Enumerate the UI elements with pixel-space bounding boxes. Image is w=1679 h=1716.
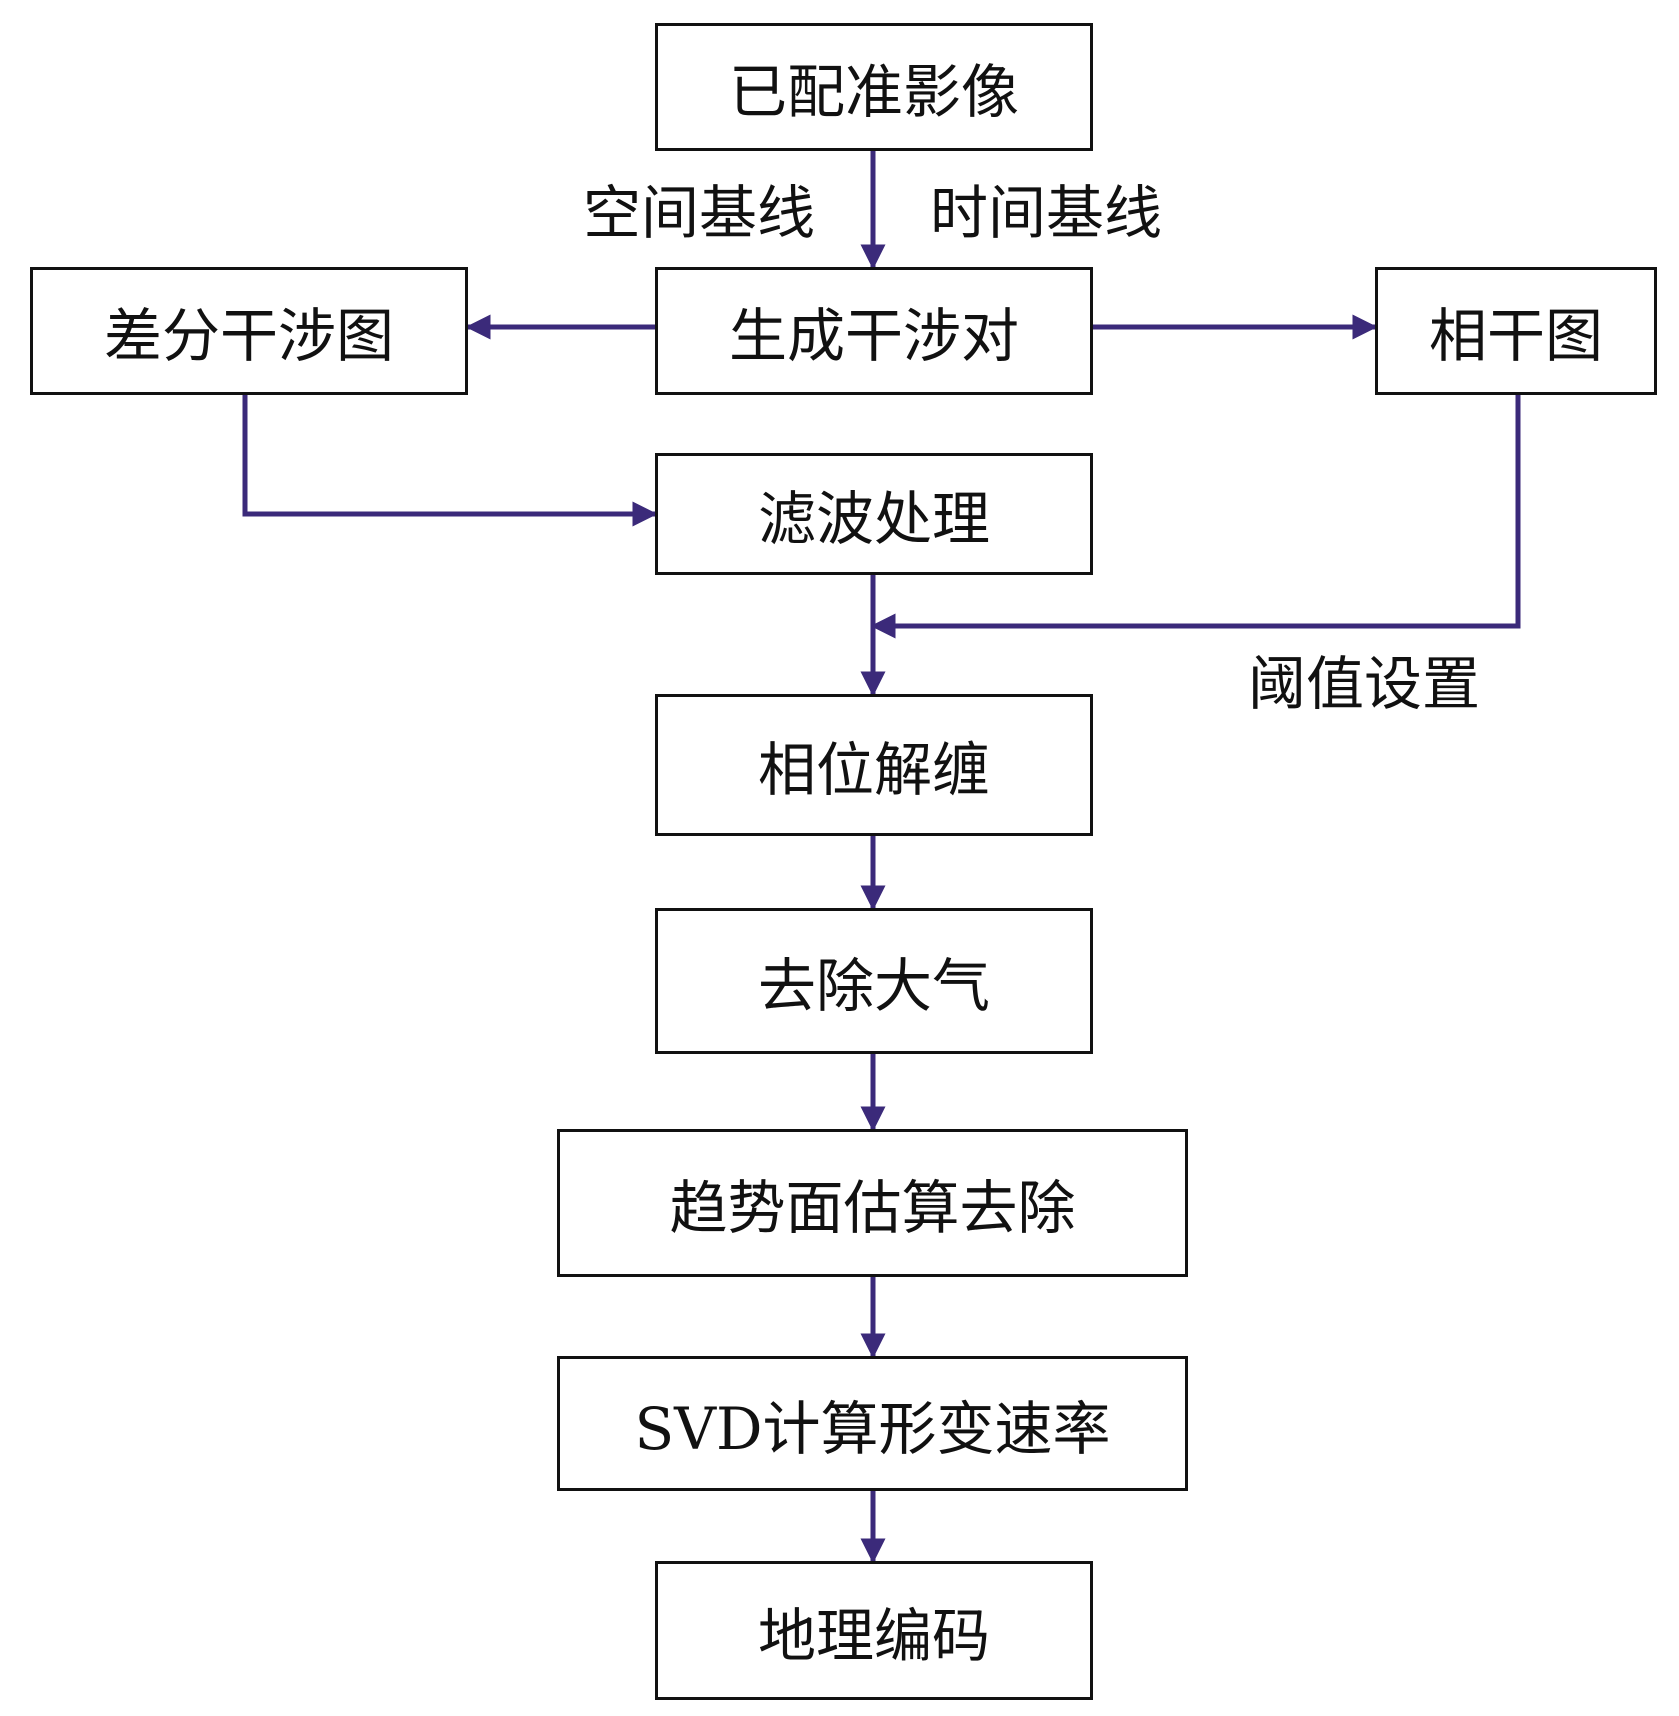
node-svd-rate: SVD计算形变速率 xyxy=(557,1356,1188,1491)
node-filtering: 滤波处理 xyxy=(655,453,1093,575)
node-generate-pairs: 生成干涉对 xyxy=(655,267,1093,395)
label-spatial-baseline: 空间基线 xyxy=(583,179,816,247)
node-remove-atmosphere: 去除大气 xyxy=(655,908,1093,1054)
node-coherence-map: 相干图 xyxy=(1375,267,1657,395)
node-diff-interferogram: 差分干涉图 xyxy=(30,267,468,395)
label-temporal-baseline: 时间基线 xyxy=(930,179,1163,247)
edge-coherence-threshold xyxy=(870,395,1521,639)
node-phase-unwrapping: 相位解缠 xyxy=(655,694,1093,836)
node-registered-images: 已配准影像 xyxy=(655,23,1093,151)
label-threshold-setting: 阈值设置 xyxy=(1248,650,1481,718)
edge-diff-to-filtering xyxy=(242,395,658,527)
node-geocoding: 地理编码 xyxy=(655,1561,1093,1700)
node-trend-removal: 趋势面估算去除 xyxy=(557,1129,1188,1277)
